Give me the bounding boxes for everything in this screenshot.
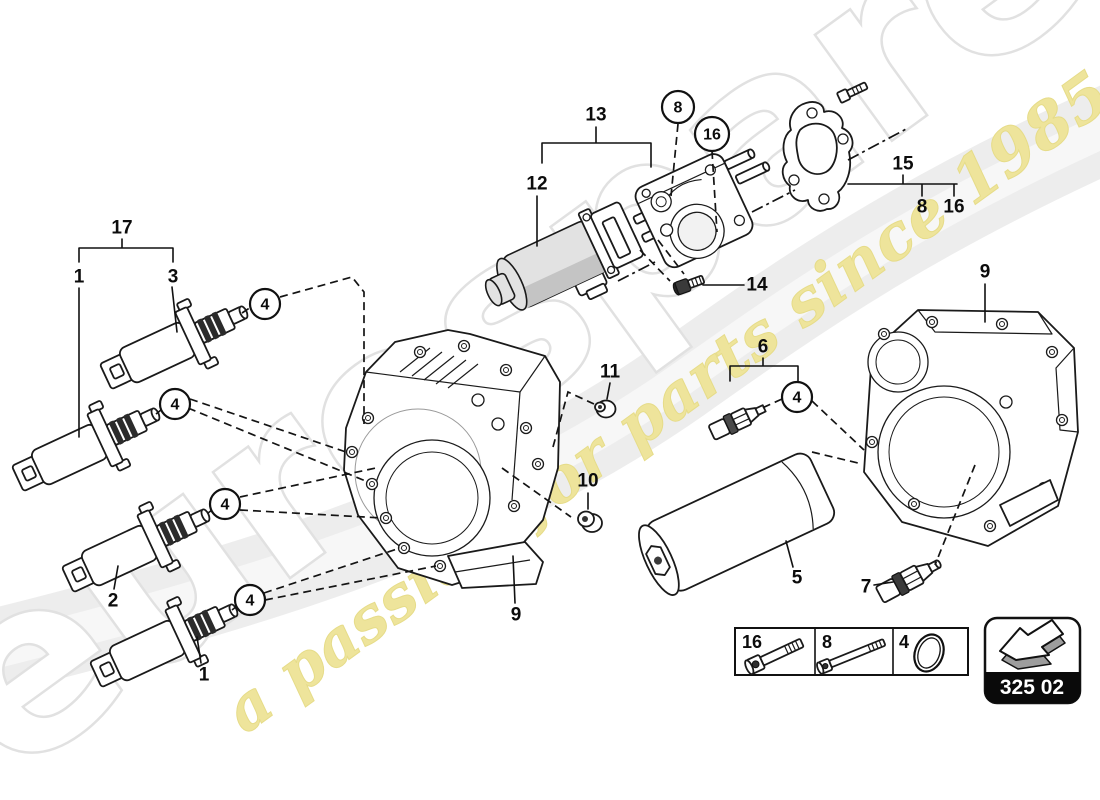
o-ring-icon xyxy=(913,633,945,673)
callout-13[interactable]: 13 xyxy=(585,105,606,126)
central-hydraulic-housing-part xyxy=(343,329,561,589)
legend-ref-8[interactable]: 8 xyxy=(822,632,832,652)
callout-8-under-15[interactable]: 8 xyxy=(917,197,928,218)
balloon-callout-4-b[interactable]: 4 xyxy=(158,387,192,421)
right-hydraulic-housing-part xyxy=(863,309,1079,547)
callout-9-right[interactable]: 9 xyxy=(980,262,991,283)
balloon-callout-16[interactable]: 16 xyxy=(693,115,731,153)
callout-17[interactable]: 17 xyxy=(111,218,132,239)
hex-nut-part-11 xyxy=(594,399,617,419)
leader-lines-dashed xyxy=(155,123,976,611)
balloon-callout-4-e[interactable]: 4 xyxy=(780,380,814,414)
balloon-label[interactable]: 4 xyxy=(261,297,270,314)
balloon-callout-4-d[interactable]: 4 xyxy=(233,583,267,617)
hydraulic-pump-part xyxy=(632,148,771,269)
callout-6[interactable]: 6 xyxy=(758,337,769,358)
balloon-label[interactable]: 4 xyxy=(246,593,255,610)
balloon-label[interactable]: 4 xyxy=(221,497,230,514)
legend-ref-16[interactable]: 16 xyxy=(742,632,762,652)
pressure-accumulator-part xyxy=(638,452,836,596)
callout-1-lower[interactable]: 1 xyxy=(199,665,210,686)
gasket-part xyxy=(781,101,854,212)
socket-head-bolt-icon xyxy=(744,638,805,676)
small-bolt-part xyxy=(836,81,869,104)
section-code[interactable]: 325 02 xyxy=(1000,676,1064,699)
callout-10[interactable]: 10 xyxy=(577,471,598,492)
plug-part-10 xyxy=(577,510,603,533)
balloon-callout-4-a[interactable]: 4 xyxy=(248,287,282,321)
callout-1-upper[interactable]: 1 xyxy=(74,267,85,288)
callout-12[interactable]: 12 xyxy=(526,174,547,195)
balloon-label[interactable]: 8 xyxy=(674,100,683,117)
callout-5[interactable]: 5 xyxy=(792,568,803,589)
balloon-callout-8[interactable]: 8 xyxy=(660,89,696,125)
housing-bolt-holes xyxy=(345,339,545,573)
callout-3[interactable]: 3 xyxy=(168,267,179,288)
callout-14[interactable]: 14 xyxy=(746,275,768,296)
electric-motor-part-12 xyxy=(484,201,644,311)
balloon-label[interactable]: 4 xyxy=(793,390,802,407)
callout-11[interactable]: 11 xyxy=(600,362,621,383)
leader-lines-solid xyxy=(78,126,986,664)
balloon-callout-4-c[interactable]: 4 xyxy=(208,487,242,521)
watermark-swoosh-core xyxy=(0,113,1100,668)
section-badge[interactable]: 325 02 xyxy=(983,616,1082,705)
callout-9-center[interactable]: 9 xyxy=(511,605,522,626)
callout-2[interactable]: 2 xyxy=(108,591,119,612)
balloon-label[interactable]: 16 xyxy=(703,127,721,144)
callout-16-under-15[interactable]: 16 xyxy=(943,197,964,218)
long-socket-bolt-icon xyxy=(816,638,886,675)
callout-15[interactable]: 15 xyxy=(892,154,914,175)
fasteners-legend: 16 8 4 xyxy=(734,627,969,676)
pressure-sensor-part-6 xyxy=(708,404,767,441)
section-arrow-icon xyxy=(999,619,1066,670)
temperature-sensor-part-7 xyxy=(875,559,942,603)
legend-ref-4[interactable]: 4 xyxy=(899,632,909,652)
callout-7[interactable]: 7 xyxy=(861,577,872,598)
callout-labels: 17 1 3 12 13 15 8 16 9 14 11 6 10 2 1 9 … xyxy=(74,105,991,686)
balloon-label[interactable]: 4 xyxy=(171,397,180,414)
screw-part-14 xyxy=(672,274,706,296)
